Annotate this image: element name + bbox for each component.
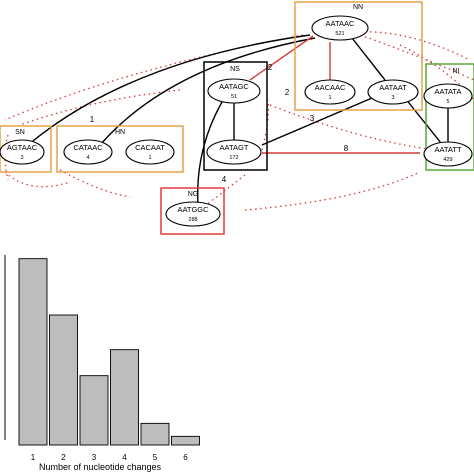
node-name: AGTAAC <box>7 143 38 152</box>
black-edge <box>197 101 223 206</box>
node-name: AATGGC <box>177 205 209 214</box>
node-count: 1 <box>328 95 331 101</box>
node-name: CACAAT <box>135 143 165 152</box>
dotted-edge <box>359 31 471 61</box>
node-count: 3 <box>391 95 394 101</box>
bar-6 <box>171 435 200 446</box>
node-agtaac: AGTAAC 3 <box>0 139 45 165</box>
group-label-sn: SN <box>15 129 25 136</box>
group-label-ni: NI <box>453 68 460 75</box>
node-aatata: AATATA 5 <box>423 83 473 109</box>
bar-4 <box>110 349 139 446</box>
black-edge <box>351 37 386 81</box>
black-edge <box>261 97 373 146</box>
node-aatatt: AATATT 429 <box>423 141 473 167</box>
node-cacaat: CACAAT 1 <box>125 139 175 165</box>
node-name: AATATA <box>435 87 462 96</box>
node-count: 51 <box>231 94 237 100</box>
network-edges <box>4 31 474 211</box>
x-tick-label: 3 <box>92 453 97 462</box>
x-axis-label: Number of nucleotide changes <box>39 462 162 472</box>
node-aataac: AATAAC 521 <box>311 15 369 41</box>
node-name: CATAAC <box>73 143 103 152</box>
group-box-nn <box>294 1 423 111</box>
bar-3 <box>79 375 109 446</box>
bar-chart: 1 2 3 4 5 6 Number of nucleotide changes <box>4 255 200 472</box>
node-count: 4 <box>86 155 89 161</box>
group-label-hn: HN <box>115 129 125 136</box>
bar-1 <box>18 258 48 446</box>
edge-labels: 2 2 1 3 8 4 <box>90 63 349 184</box>
group-box-ns <box>203 61 268 171</box>
black-edge <box>404 97 446 149</box>
dotted-edge <box>4 134 9 181</box>
dotted-edge <box>244 171 421 211</box>
dotted-edge <box>399 44 474 101</box>
node-count: 1 <box>148 155 151 161</box>
edge-label: 3 <box>310 114 315 123</box>
node-count: 3 <box>20 155 23 161</box>
network-nodes: AATAAC 521 AACAAC 1 AATAAT 3 AATAGC 51 A… <box>0 15 473 227</box>
node-aacaac: AACAAC 1 <box>304 79 356 105</box>
node-aatagc: AATAGC 51 <box>207 78 261 104</box>
edge-label: 2 <box>268 63 273 72</box>
group-box-sn <box>0 125 52 173</box>
x-tick-label: 1 <box>31 453 36 462</box>
node-aatggc: AATGGC 288 <box>165 201 221 227</box>
x-tick-label: 5 <box>153 453 158 462</box>
node-count: 429 <box>443 157 452 163</box>
dotted-edge <box>269 104 436 151</box>
dotted-edge <box>4 34 304 121</box>
node-name: AATATT <box>434 145 462 154</box>
dotted-edge <box>359 34 474 81</box>
dotted-edge <box>59 169 131 198</box>
node-name: AACAAC <box>315 83 346 92</box>
node-name: AATAGT <box>220 143 249 152</box>
group-box-ng <box>160 187 225 235</box>
node-count: 521 <box>335 31 344 37</box>
node-count: 5 <box>446 99 449 105</box>
bar-5 <box>140 422 170 446</box>
edge-label: 1 <box>90 115 95 124</box>
group-box-ni <box>425 63 474 171</box>
red-edge <box>249 35 314 81</box>
edge-label: 8 <box>344 144 349 153</box>
group-boxes: NN NS NI SN HN NG <box>0 1 474 235</box>
edge-label: 4 <box>222 175 227 184</box>
node-count: 288 <box>188 217 197 223</box>
node-aataat: AATAAT 3 <box>367 79 419 105</box>
edge-label: 2 <box>285 88 290 97</box>
x-tick-label: 2 <box>61 453 66 462</box>
node-count: 172 <box>229 155 238 161</box>
group-label-ns: NS <box>230 66 240 73</box>
node-name: AATAAC <box>326 19 355 28</box>
bars <box>18 258 200 446</box>
node-cataac: CATAAC 4 <box>63 139 113 165</box>
group-box-hn <box>56 125 184 173</box>
node-aatagt: AATAGT 172 <box>206 139 262 165</box>
black-edge <box>27 34 311 146</box>
node-name: AATAAT <box>379 83 407 92</box>
bar-2 <box>49 314 78 446</box>
x-tick-labels: 1 2 3 4 5 6 <box>31 453 189 462</box>
dotted-edge <box>204 174 246 207</box>
x-tick-label: 4 <box>122 453 127 462</box>
x-tick-label: 6 <box>183 453 188 462</box>
group-label-nn: NN <box>353 4 363 11</box>
node-name: AATAGC <box>219 82 249 91</box>
dotted-edge <box>19 89 181 126</box>
group-label-ng: NG <box>188 191 199 198</box>
dotted-edge <box>4 171 71 188</box>
